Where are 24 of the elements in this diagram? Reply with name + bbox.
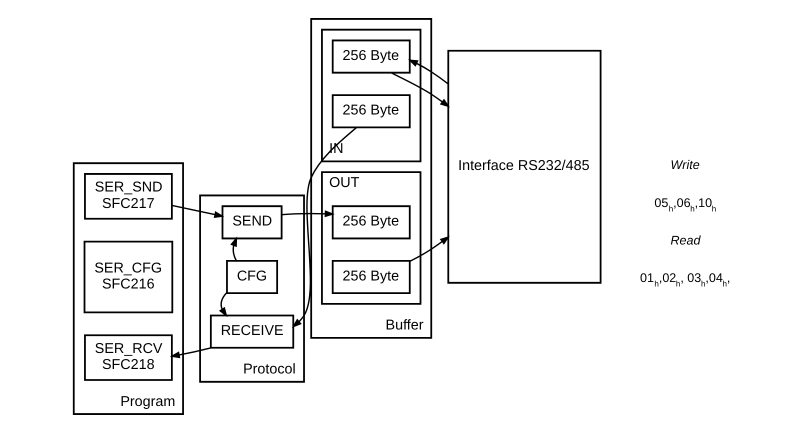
node-box: SEND: [221, 205, 282, 240]
label: 05$_{h}$,06$_{h}$,10$_{h}$: [654, 196, 716, 214]
arrow: [169, 347, 211, 358]
node-box: 256 Byte: [331, 205, 410, 240]
node-box: SER_CFG SFC216: [83, 240, 173, 314]
arrow: [281, 210, 334, 218]
node-box: SER_SND SFC217: [84, 173, 172, 220]
node-box: 256 Byte: [331, 94, 410, 128]
arrow: [409, 236, 450, 262]
node-box: 256 Byte: [331, 260, 410, 294]
arrow: [291, 126, 357, 328]
arrow: [218, 292, 227, 318]
node-box: RECEIVE: [209, 314, 294, 349]
arrow: [390, 72, 450, 108]
label: Read: [670, 233, 700, 248]
arrow: [230, 236, 237, 262]
label: Write: [670, 158, 700, 172]
node-box: Interface RS232/485: [446, 50, 601, 284]
node-box: 256 Byte: [331, 40, 410, 74]
label: 01$_{h}$,02$_{h}$, 03$_{h}$,04$_{h}$,: [640, 271, 730, 289]
node-box: CFG: [226, 260, 278, 294]
node-box: SER_RCV SFC218: [84, 334, 172, 381]
arrow: [408, 59, 448, 84]
arrow: [171, 204, 224, 218]
